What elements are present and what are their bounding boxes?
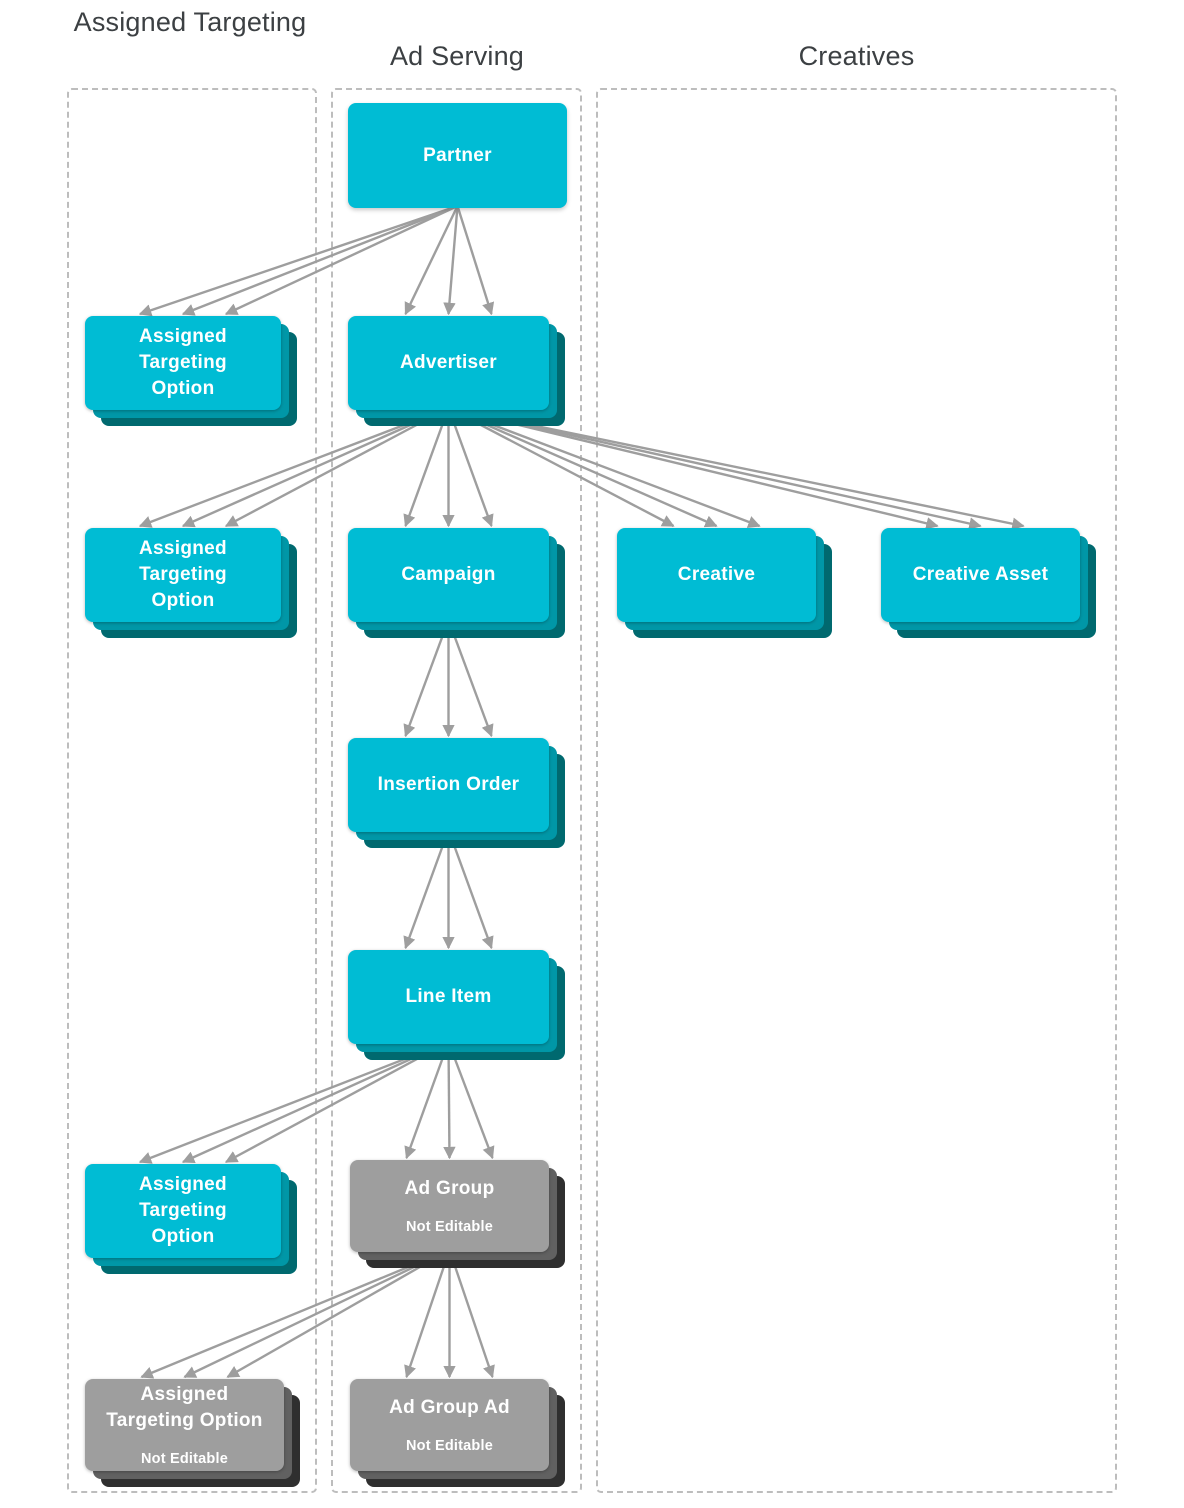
node-creative[interactable]: Creative (617, 528, 832, 638)
node-face: Assigned Targeting Option Not Editable (85, 1379, 284, 1471)
node-title: Assigned Targeting Option (139, 326, 227, 399)
node-subtitle: Not Editable (406, 1219, 493, 1235)
node-title: Creative (677, 564, 756, 585)
node-face: Creative (617, 528, 816, 622)
node-campaign[interactable]: Campaign (348, 528, 565, 638)
node-face: Creative Asset (881, 528, 1080, 622)
node-title: Ad Group Ad (389, 1397, 510, 1418)
node-title: Partner (423, 144, 492, 166)
node-line-item[interactable]: Line Item (348, 950, 565, 1060)
node-face: Partner (348, 103, 567, 208)
column-header-creatives: Creatives (596, 40, 1117, 72)
node-ad-group[interactable]: Ad Group Not Editable (350, 1160, 565, 1268)
column-header-label: Ad Serving (389, 41, 525, 71)
column-container-ad-serving (331, 88, 582, 1493)
column-container-assigned-targeting (67, 88, 317, 1493)
node-title: Assigned Targeting Option (139, 538, 227, 611)
node-face: Ad Group Not Editable (350, 1160, 549, 1252)
node-advertiser[interactable]: Advertiser (348, 316, 565, 426)
node-title: Assigned Targeting Option (139, 1174, 227, 1247)
node-face: Campaign (348, 528, 549, 622)
column-header-label: Assigned Targeting (73, 7, 307, 37)
column-header-ad-serving: Ad Serving (331, 40, 583, 72)
node-title: Advertiser (400, 352, 497, 373)
node-face: Advertiser (348, 316, 549, 410)
node-subtitle: Not Editable (406, 1438, 493, 1454)
node-insertion-order[interactable]: Insertion Order (348, 738, 565, 848)
node-title: Campaign (401, 564, 496, 585)
node-ad-group-ad[interactable]: Ad Group Ad Not Editable (350, 1379, 565, 1487)
node-assigned-targeting-option-partner[interactable]: Assigned Targeting Option (85, 316, 297, 426)
column-container-creatives (596, 88, 1117, 1493)
node-face: Ad Group Ad Not Editable (350, 1379, 549, 1471)
node-title: Creative Asset (912, 564, 1049, 585)
node-title: Ad Group (404, 1178, 495, 1199)
node-face: Assigned Targeting Option (85, 528, 281, 622)
column-header-label: Creatives (798, 41, 915, 71)
node-title: Line Item (405, 986, 492, 1007)
node-creative-asset[interactable]: Creative Asset (881, 528, 1096, 638)
node-face: Assigned Targeting Option (85, 316, 281, 410)
node-title: Insertion Order (377, 774, 520, 795)
node-face: Line Item (348, 950, 549, 1044)
node-face: Assigned Targeting Option (85, 1164, 281, 1258)
node-subtitle: Not Editable (141, 1451, 228, 1467)
node-face: Insertion Order (348, 738, 549, 832)
node-assigned-targeting-option-advertiser[interactable]: Assigned Targeting Option (85, 528, 297, 638)
node-assigned-targeting-option-line-item[interactable]: Assigned Targeting Option (85, 1164, 297, 1274)
node-title: Assigned Targeting Option (106, 1384, 263, 1431)
node-assigned-targeting-option-ad-group[interactable]: Assigned Targeting Option Not Editable (85, 1379, 300, 1487)
node-partner[interactable]: Partner (348, 103, 567, 208)
column-header-assigned-targeting: Assigned Targeting (60, 6, 320, 38)
